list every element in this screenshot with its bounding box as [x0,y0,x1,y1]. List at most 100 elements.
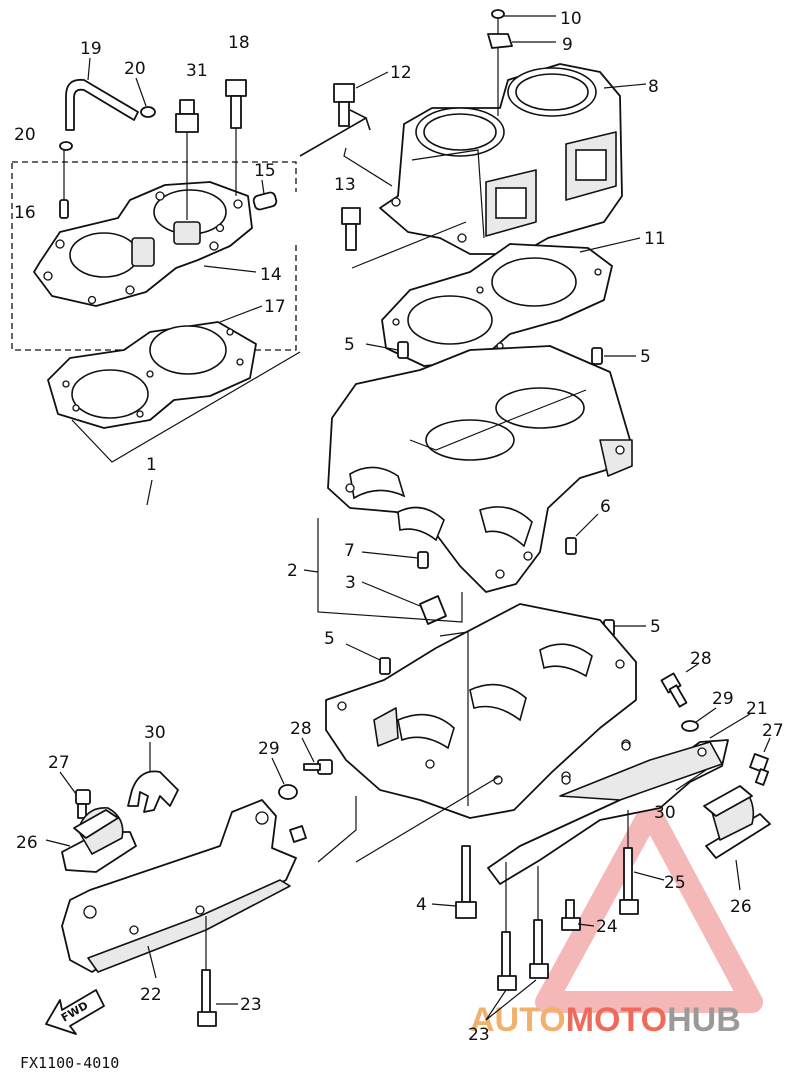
callout-26a: 26 [16,833,38,853]
callout-leader-25 [633,871,665,881]
rubber-mount-26-left [61,807,137,873]
callout-leader-6 [575,513,599,537]
hose-19 [65,78,139,131]
callout-24: 24 [596,917,618,937]
callout-19: 19 [80,39,102,59]
callout-1: 1 [146,455,157,475]
callout-leader-30b [675,769,707,791]
callout-17: 17 [264,297,286,317]
callout-leader-11 [579,237,641,253]
callout-leader-28b [685,663,699,673]
pin-6 [565,537,577,555]
fitting-15 [252,191,278,211]
cylinder-head-cover [33,181,253,307]
callout-10: 10 [560,9,582,29]
callout-labels: 1 2 3 4 5 5 5 5 6 7 8 9 10 11 12 13 14 1… [14,9,784,1045]
callout-leader-27a [59,771,77,795]
callout-8: 8 [648,77,659,97]
callout-29a: 29 [258,739,280,759]
group-box-border [11,161,297,351]
callout-leader-28a [301,737,315,763]
bolt-24 [561,899,581,931]
bolt-4 [455,845,477,919]
base-gasket-11 [381,243,613,367]
callout-13: 13 [334,175,356,195]
callout-leader-8 [603,83,647,89]
callout-leader-19 [87,57,91,81]
bracket-13-line [351,221,467,269]
callout-leader-22 [147,945,157,979]
callout-29b: 29 [712,689,734,709]
engine-mount-22 [61,799,307,973]
callout-leader-2 [303,569,319,573]
callout-27a: 27 [48,753,70,773]
bracket-2-line [317,518,463,623]
bushing-3 [419,595,447,625]
bracket-9 [487,33,513,49]
callout-14: 14 [260,265,282,285]
callout-leader-7 [361,551,419,559]
callout-23b: 23 [468,1025,490,1045]
callout-leader-20-upper [135,77,147,107]
callout-leader-5d [345,643,381,661]
callout-4: 4 [416,895,427,915]
callout-leader-21 [709,713,751,739]
callout-leader-23b [485,979,537,1021]
callout-leader-29b [695,707,717,723]
callout-leader-4 [431,903,457,907]
bolt-23-left [197,916,217,1027]
group-bracket-line [71,351,301,463]
callout-11: 11 [644,229,666,249]
callout-28a: 28 [290,719,312,739]
bolt-27-left [75,789,91,819]
diagram-code: FX1100-4010 [20,1054,119,1072]
callout-23a: 23 [240,995,262,1015]
callout-6: 6 [600,497,611,517]
dowel-5-upper-right [591,347,603,365]
callout-12: 12 [390,63,412,83]
callout-2: 2 [287,561,298,581]
watermark-triangle-icon [535,801,763,1013]
callout-21: 21 [746,699,768,719]
lower-bracket-line [317,796,357,863]
watermark-part1: AUTO [470,1001,566,1039]
bracket-12-line [343,147,393,187]
callout-leader-15 [261,179,265,195]
lower-bracket-line-2 [355,775,501,863]
callout-26b: 26 [730,897,752,917]
washer-29-left [278,784,298,800]
clip-20-lower [59,141,73,151]
bolt-12 [333,83,355,127]
callout-leader-3 [361,581,421,607]
callout-7: 7 [344,541,355,561]
group-bracket-upper [299,109,371,157]
pin-7 [417,551,429,569]
callout-20a: 20 [124,59,146,79]
bolt-13 [341,207,361,251]
engine-mount-21 [487,739,729,885]
rubber-mount-26-right [703,785,771,859]
cylinder-block [379,63,623,255]
callout-5b: 5 [640,347,651,367]
upper-crankcase [327,345,633,593]
callout-5a: 5 [344,335,355,355]
sensor-31 [175,99,199,220]
bolts-23-right [497,862,549,991]
callout-18: 18 [228,33,250,53]
callout-3: 3 [345,573,356,593]
callout-30a: 30 [144,723,166,743]
fwd-arrow-icon: FWD [45,989,105,1035]
callout-leader-17 [219,305,263,323]
callout-leader-29a [271,757,285,785]
bolt-28-left [303,759,333,775]
callout-leader-26a [45,839,71,847]
svg-text:AUTOMOTOHUB: AUTOMOTOHUB [470,1001,741,1039]
callout-leader-12 [355,71,389,89]
callout-leader-14 [203,265,257,273]
callout-leader-27b [763,737,771,753]
callout-leader-5a [365,343,399,351]
watermark: AUTOMOTOHUB [470,801,763,1039]
callout-25: 25 [664,873,686,893]
bolt-18 [225,79,247,196]
